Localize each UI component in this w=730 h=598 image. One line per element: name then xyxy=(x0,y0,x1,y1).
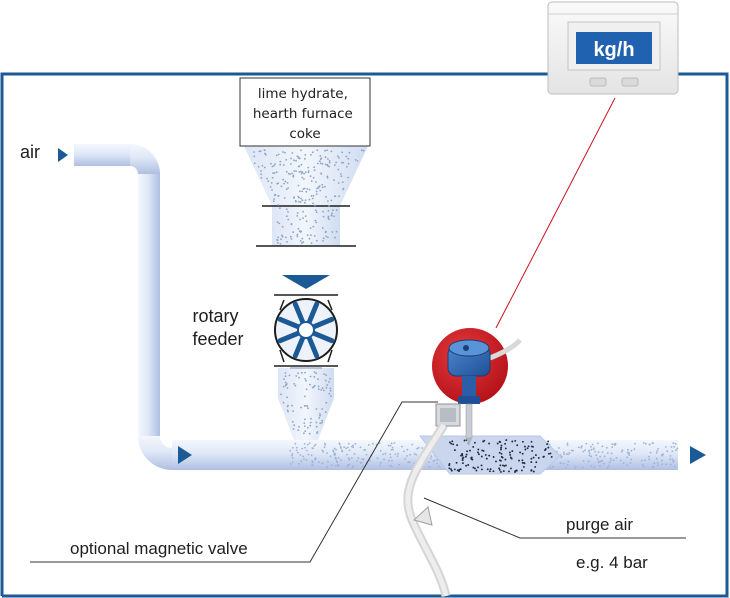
feeder-blade xyxy=(277,330,301,344)
zone-particles xyxy=(448,439,553,473)
feeder-blade xyxy=(311,316,335,330)
hopper-label-line-3: coke xyxy=(289,126,320,142)
pressure-label: e.g. 4 bar xyxy=(576,553,648,572)
rotary-feeder-icon xyxy=(274,275,338,367)
purge-air-leader-line xyxy=(423,497,686,539)
feeder-blade xyxy=(306,335,320,359)
rotary-feeder-label-line-2: feeder xyxy=(192,329,243,349)
hopper xyxy=(244,145,368,247)
rotary-feeder-label-line-1: rotary xyxy=(192,306,238,326)
hopper-label-line-2: hearth furnace xyxy=(253,106,353,122)
feeder-blade xyxy=(306,301,320,325)
display-unit-label: kg/h xyxy=(593,39,634,61)
display-unit-icon xyxy=(547,1,679,95)
feeder-blade xyxy=(311,330,335,344)
feeder-blade xyxy=(277,316,301,330)
magnetic-valve-leader-line xyxy=(30,401,438,563)
rotary-feeder-label: rotary feeder xyxy=(192,306,243,349)
arrow-right-icon xyxy=(690,446,706,464)
air-label: air xyxy=(20,142,40,162)
magnetic-valve xyxy=(435,403,461,427)
magnetic-valve-label: optional magnetic valve xyxy=(70,539,248,558)
hopper-label-box xyxy=(239,77,371,147)
feeder-blade xyxy=(292,301,306,325)
signal-line xyxy=(495,97,616,329)
display-screen xyxy=(576,32,652,64)
arrow-right-icon xyxy=(58,148,68,162)
hopper-label-line-1: lime hydrate, xyxy=(258,86,348,102)
hopper-label: lime hydrate, hearth furnace coke xyxy=(253,86,357,142)
purge-air-label: purge air xyxy=(566,515,633,534)
hopper-particles xyxy=(253,149,365,245)
chute-particles xyxy=(280,371,332,435)
air-pipe xyxy=(74,144,678,470)
measurement-zone xyxy=(418,435,561,475)
sensor-icon xyxy=(447,338,522,446)
purge-air-arrow xyxy=(413,506,433,526)
feeder-blade xyxy=(292,335,306,359)
frame-border xyxy=(0,72,729,598)
arrow-right-icon xyxy=(178,446,192,464)
